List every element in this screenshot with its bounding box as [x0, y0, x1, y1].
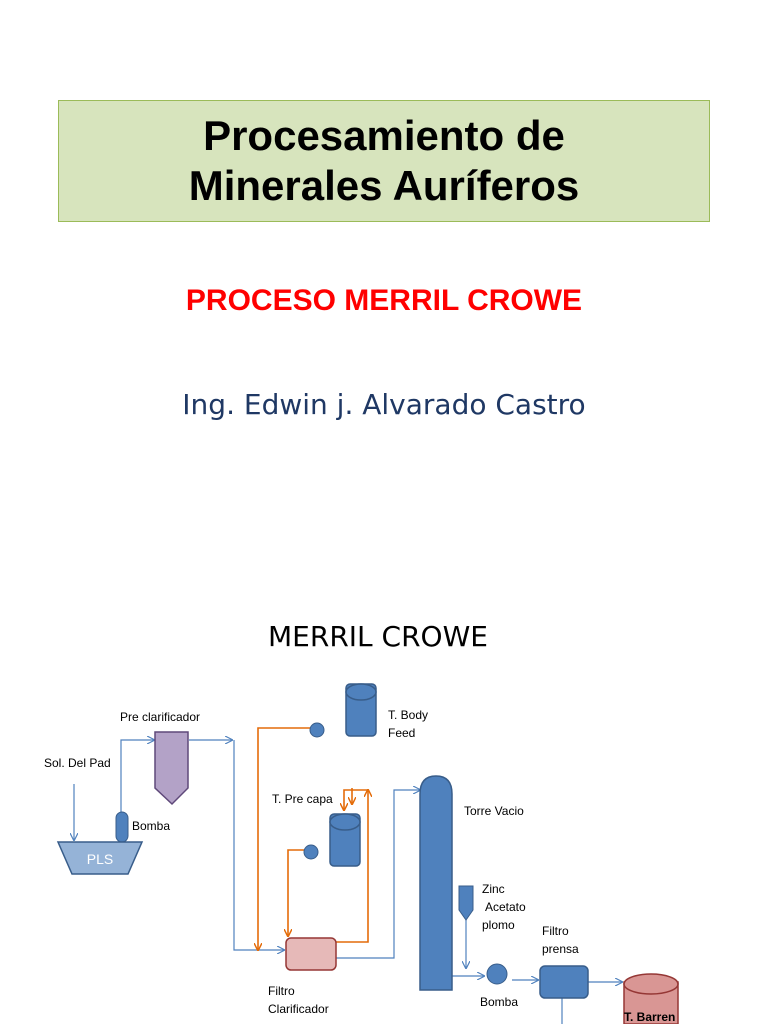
title-slide: Procesamiento de Minerales Auríferos PRO… [58, 100, 710, 421]
flow-filtro-to-torre [336, 790, 420, 959]
pre-capa-pump-icon [303, 844, 319, 860]
label-sol-del-pad: Sol. Del Pad [44, 756, 111, 770]
pls-tank-shape [56, 841, 144, 875]
diagram-title: MERRIL CROWE [268, 620, 488, 653]
title-line-1: Procesamiento de [203, 112, 565, 159]
title-box: Procesamiento de Minerales Auríferos [58, 100, 710, 222]
label-plomo: plomo [482, 918, 515, 932]
orange-flow-lines [258, 727, 368, 950]
label-bomba-2: Bomba [480, 995, 518, 1009]
subtitle: PROCESO MERRIL CROWE [185, 284, 583, 317]
bomba-1-shape [115, 811, 129, 843]
label-zinc: Zinc [482, 882, 505, 896]
label-torre-vacio: Torre Vacio [464, 804, 524, 818]
flow-bomba-to-preclarificador [120, 740, 154, 818]
flow-to-filtro-clarificador [233, 740, 284, 950]
label-filtro-prensa-1: Filtro [542, 924, 569, 938]
filtro-prensa-shape [539, 965, 589, 999]
label-feed: Feed [388, 726, 415, 740]
flow-filtro-return [336, 790, 368, 943]
blue-flow-lines [74, 740, 622, 1024]
body-feed-pump-icon [309, 722, 325, 738]
label-filtro-clarificador-2: Clarificador [268, 1002, 329, 1016]
pre-clarificador-shape [154, 731, 189, 806]
torre-vacio-shape [419, 775, 453, 991]
t-barren-top [623, 973, 679, 995]
page-title: Procesamiento de Minerales Auríferos [189, 111, 580, 211]
label-t-pre-capa: T. Pre capa [272, 792, 333, 806]
t-pre-capa-top [329, 813, 361, 831]
flow-precapa-top [344, 789, 368, 810]
label-filtro-prensa-2: prensa [542, 942, 579, 956]
label-pre-clarificador: Pre clarificador [120, 710, 200, 724]
bomba-2-shape [486, 963, 508, 985]
label-acetato: Acetato [485, 900, 526, 914]
label-bomba-1: Bomba [132, 819, 170, 833]
label-filtro-clarificador-1: Filtro [268, 984, 295, 998]
zinc-feeder-shape [458, 885, 474, 921]
filtro-clarificador-shape [285, 937, 337, 971]
title-line-2: Minerales Auríferos [188, 162, 580, 209]
t-body-feed-top [345, 683, 377, 701]
flow-precapa-loop [288, 849, 304, 936]
merril-crowe-flow-diagram: PLS Pre clarificador Sol. Del Pad Bomba … [44, 683, 679, 1024]
label-t-barren: T. Barren [624, 1010, 675, 1024]
author-name: Ing. Edwin j. Alvarado Castro [182, 388, 586, 421]
flow-body-feed [258, 727, 310, 950]
pls-label: PLS [87, 851, 113, 867]
label-t-body: T. Body [388, 708, 428, 722]
